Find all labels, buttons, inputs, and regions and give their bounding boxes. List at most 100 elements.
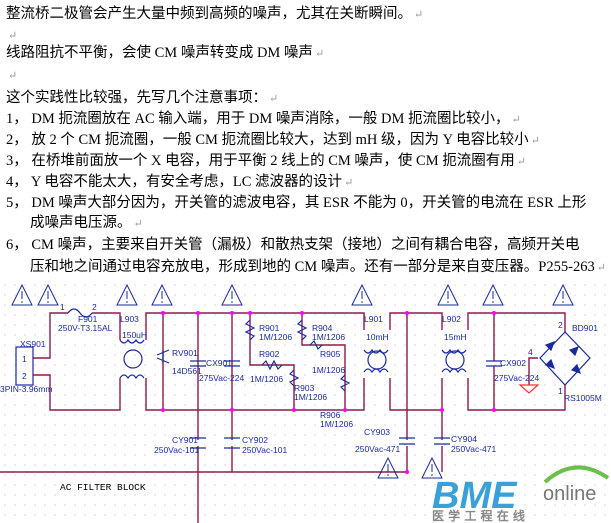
capacitors-right [399,360,502,445]
block-title: AC FILTER BLOCK [60,482,146,493]
svg-text:R906: R906 [320,410,341,420]
watermark-logo: BME online 医 学 工 程 在 线 [432,465,610,523]
svg-text:L902: L902 [442,314,461,324]
svg-text:R902: R902 [259,349,280,359]
fuse-f901 [67,308,93,318]
paragraph-mark: ↵ [314,48,325,60]
svg-text:CY904: CY904 [451,434,477,444]
capacitors-left [190,360,240,449]
inductor-l903 [119,338,145,380]
svg-text:L901: L901 [364,314,383,324]
svg-text:BD901: BD901 [572,323,598,333]
line-text: 成噪声电压源。 [30,215,132,231]
line-text: 6， CM 噪声，主要来自开关管（漏极）和散热支架（接地）之间有耦合电容，高频开… [6,237,580,253]
svg-text:L903: L903 [120,314,139,324]
component-labels: XS901 1 2 3PIN-3.96mm 1 2 F901 250V-T3.1… [0,302,602,493]
text-line: 5， DM 噪声大部分因为，开关管的滤波电容，其 ESR 不能为 0，开关管的电… [6,194,586,212]
svg-text:250Vac-101: 250Vac-101 [242,445,287,455]
svg-text:1M/1206: 1M/1206 [250,374,283,384]
inductor-l901 [363,348,389,374]
line-text: 3， 在桥堆前面放一个 X 电容，用于平衡 2 线上的 CM 噪声，使 CM 扼… [6,153,515,169]
text-line: 压和地之间通过电容充放电，形成到地的 CM 噪声。还有一部分是来自变压器。P25… [30,258,606,277]
svg-text:R905: R905 [320,349,341,359]
text-line: ↵ [6,26,17,45]
line-text: 整流桥二极管会产生大量中频到高频的噪声，尤其在关断瞬间。 [6,6,412,22]
svg-text:XS901: XS901 [20,339,46,349]
text-line: 线路阻抗不平衡，会使 CM 噪声转变成 DM 噪声↵ [6,44,324,63]
svg-text:CX902: CX902 [500,358,526,368]
svg-text:1M/1206: 1M/1206 [312,332,345,342]
line-text: 5， DM 噪声大部分因为，开关管的滤波电容，其 ESR 不能为 0，开关管的电… [6,195,587,211]
inductor-l902 [441,348,467,374]
svg-text:RS1005M: RS1005M [564,393,602,403]
line-text: 4， Y 电容不能太大，有安全考虑，LC 滤波器的设计 [6,174,343,190]
svg-text:1M/1206: 1M/1206 [320,419,353,429]
text-line: 3， 在桥堆前面放一个 X 电容，用于平衡 2 线上的 CM 噪声，使 CM 扼… [6,152,526,171]
line-text: 1， DM 扼流圈放在 AC 输入端，用于 DM 噪声消除，一般 DM 扼流圈比… [6,111,510,127]
svg-text:2: 2 [92,302,97,312]
svg-text:1M/1206: 1M/1206 [312,365,345,375]
paragraph-mark: ↵ [414,9,424,21]
text-line: 1， DM 扼流圈放在 AC 输入端，用于 DM 噪声消除，一般 DM 扼流圈比… [6,110,521,129]
svg-text:4: 4 [528,347,533,357]
paragraph-mark: ↵ [596,262,606,274]
svg-text:R904: R904 [312,323,333,333]
svg-text:1: 1 [558,386,563,396]
svg-text:150uH: 150uH [122,330,147,340]
svg-text:14D561: 14D561 [172,366,202,376]
svg-text:RV901: RV901 [172,348,198,358]
text-line: 成噪声电压源。↵ [30,214,143,233]
text-line: 6， CM 噪声，主要来自开关管（漏极）和散热支架（接地）之间有耦合电容，高频开… [6,236,580,254]
paragraph-mark: ↵ [511,114,521,126]
svg-text:275Vac-224: 275Vac-224 [494,373,539,383]
svg-text:10mH: 10mH [366,332,389,342]
svg-text:BME: BME [432,475,518,517]
svg-text:250Vac-471: 250Vac-471 [355,444,400,454]
connector-xs901 [15,346,34,386]
paragraph-mark: ↵ [8,70,18,82]
paragraph-mark: ↵ [8,30,18,42]
svg-text:online: online [543,483,596,505]
svg-text:CX901: CX901 [206,358,232,368]
junction-nodes [161,311,496,474]
text-line: 这个实践性比较强，先写几个注意事项：↵ [6,89,278,108]
svg-text:CY902: CY902 [242,435,268,445]
line-text: 压和地之间通过电容充放电，形成到地的 CM 噪声。还有一部分是来自变压器。P25… [30,259,595,275]
svg-text:1M/1206: 1M/1206 [259,332,292,342]
svg-text:CY903: CY903 [364,427,390,437]
svg-text:3PIN-3.96mm: 3PIN-3.96mm [0,384,52,394]
svg-text:250V-T3.15AL: 250V-T3.15AL [58,323,113,333]
line-text: 线路阻抗不平衡，会使 CM 噪声转变成 DM 噪声 [6,45,313,61]
svg-text:1: 1 [22,354,27,364]
svg-text:15mH: 15mH [444,332,467,342]
line-text: 这个实践性比较强，先写几个注意事项： [6,90,267,106]
paragraph-mark: ↵ [133,218,143,230]
bridge-bd901 [539,331,591,386]
components [15,308,591,449]
svg-text:2: 2 [558,320,563,330]
svg-text:250Vac-101: 250Vac-101 [154,445,199,455]
ground-symbol [518,384,540,394]
svg-text:医 学 工 程 在 线: 医 学 工 程 在 线 [432,508,525,523]
resistors [244,319,351,392]
logo-swoosh [543,465,610,484]
svg-text:R903: R903 [294,383,315,393]
text-line: 2， 放 2 个 CM 扼流圈，一般 CM 扼流圈比较大，达到 mH 级，因为 … [6,131,540,150]
varistor-rv901 [156,349,170,364]
svg-text:1M/1206: 1M/1206 [294,392,327,402]
paragraph-mark: ↵ [530,135,540,147]
svg-text:R901: R901 [259,323,280,333]
svg-text:250Vac-471: 250Vac-471 [451,444,496,454]
svg-text:2: 2 [22,371,27,381]
grid-background [0,282,611,523]
text-line: ↵ [6,66,17,85]
text-line: 4， Y 电容不能太大，有安全考虑，LC 滤波器的设计↵ [6,173,353,192]
svg-text:CY901: CY901 [172,435,198,445]
paragraph-mark: ↵ [269,93,279,105]
svg-text:F901: F901 [78,314,98,324]
paragraph-mark: ↵ [344,177,354,189]
text-line: 整流桥二极管会产生大量中频到高频的噪声，尤其在关断瞬间。↵ [6,5,423,24]
paragraph-mark: ↵ [516,156,526,168]
svg-text:275Vac-224: 275Vac-224 [199,373,244,383]
